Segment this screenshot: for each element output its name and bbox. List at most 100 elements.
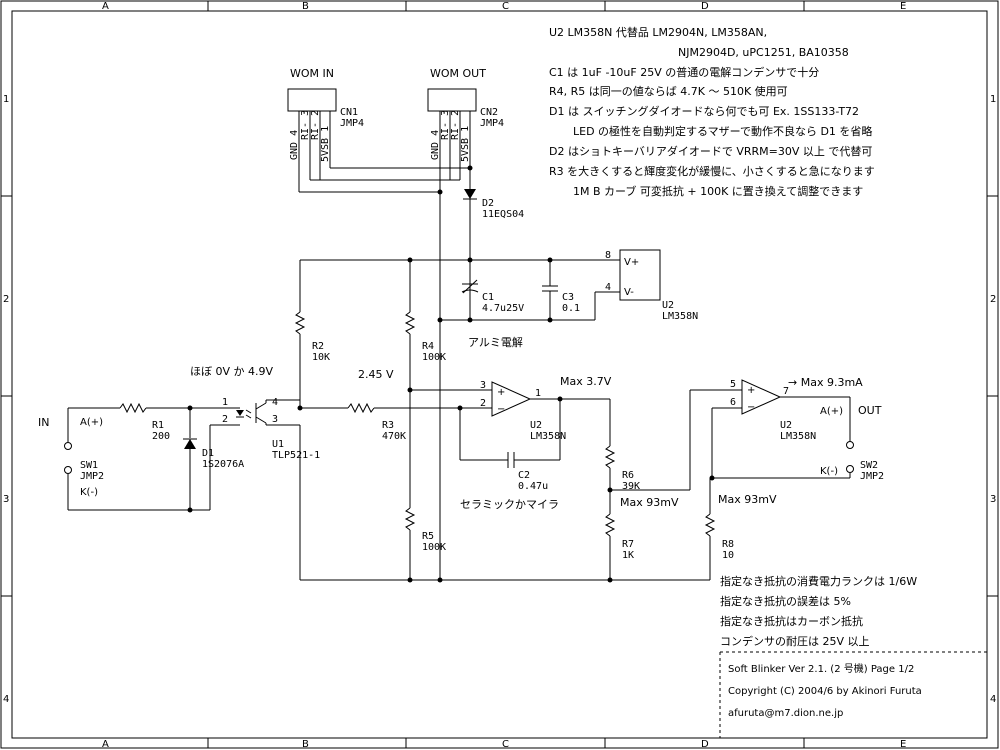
col-label-d-bottom: D <box>701 739 709 750</box>
capacitor-c3: C3 0.1 <box>542 260 580 320</box>
c2-note: セラミックかマイラ <box>460 498 559 511</box>
note-7: D2 はショトキーバリアダイオードで VRRM=30V 以上 で代替可 <box>549 144 872 158</box>
r2-ref: R2 <box>312 341 324 352</box>
row-label-2: 2 <box>3 294 9 305</box>
d1-value: 1S2076A <box>202 459 244 470</box>
cn2-pin4: GND 4 <box>430 130 441 160</box>
u2-pin8: 8 <box>605 250 611 261</box>
row-label-4-right: 4 <box>990 694 996 705</box>
r5-value: 100K <box>422 542 446 553</box>
cn2-model: JMP4 <box>480 118 504 129</box>
col-label-b-bottom: B <box>302 739 309 750</box>
resistor-r8: R8 10 <box>704 478 734 561</box>
alumi-label: アルミ電解 <box>468 335 523 349</box>
note-b4: コンデンサの耐圧は 25V 以上 <box>720 634 870 648</box>
svg-text:2: 2 <box>480 398 486 409</box>
label-max93ma: → Max 9.3mA <box>788 376 863 389</box>
capacitor-c1: C1 4.7u25V <box>461 260 524 320</box>
switch-sw1: A(+) SW1 JMP2 K(-) <box>64 407 210 511</box>
label-max93mv-b: Max 93mV <box>718 493 777 506</box>
u2-power-ref: U2 <box>662 300 674 311</box>
u2-pin4: 4 <box>605 282 611 293</box>
u2-vminus: V- <box>624 287 634 298</box>
label-245v: 2.45 V <box>358 368 394 381</box>
d2-ref: D2 <box>482 198 494 209</box>
sw2-ref: SW2 <box>860 460 878 471</box>
cn2-pin3: RI- 3 <box>440 110 451 140</box>
note-b1: 指定なき抵抗の消費電力ランクは 1/6W <box>720 574 917 588</box>
capacitor-c2: C2 0.47u <box>459 399 561 492</box>
row-label-4: 4 <box>3 694 9 705</box>
diode-d2: D2 11EQS04 <box>463 189 524 220</box>
connector-cn1: WOM IN CN1 JMP4 GND 4 RI- 3 RI- 2 5VSB 1 <box>287 67 364 192</box>
optocoupler-u1: 1 2 4 3 U1 TLP521-1 <box>222 397 320 461</box>
r7-ref: R7 <box>622 539 634 550</box>
col-label-a-bottom: A <box>102 739 109 750</box>
note-b3: 指定なき抵抗はカーボン抵抗 <box>720 614 863 628</box>
sw2-a: A(+) <box>820 406 843 417</box>
note-6: LED の極性を自動判定するマザーで動作不良なら D1 を省略 <box>573 124 872 138</box>
c3-value: 0.1 <box>562 303 580 314</box>
cn2-pin2: RI- 2 <box>450 110 461 140</box>
col-label-c: C <box>502 1 509 12</box>
opamp-u2a: + − 3 2 1 U2 LM358N <box>480 380 610 442</box>
row-label-1-right: 1 <box>990 94 996 105</box>
r6-value: 39K <box>622 481 640 492</box>
resistor-r4: R4 100K <box>404 260 446 508</box>
resistor-r7: R7 1K <box>604 513 634 580</box>
svg-text:4: 4 <box>272 397 278 408</box>
resistor-r2: R2 10K <box>294 260 330 408</box>
cn1-ref: CN1 <box>340 107 358 118</box>
svg-text:5: 5 <box>730 379 736 390</box>
note-1: U2 LM358N 代替品 LM2904N, LM358AN, <box>549 25 767 39</box>
r4-value: 100K <box>422 352 446 363</box>
r8-ref: R8 <box>722 539 734 550</box>
sw2-value: JMP2 <box>860 471 884 482</box>
sw1-k: K(-) <box>80 487 98 498</box>
sw1-value: JMP2 <box>80 471 104 482</box>
title-line3: afuruta@m7.dion.ne.jp <box>728 708 843 719</box>
svg-text:+: + <box>747 385 755 396</box>
power-rails <box>300 257 620 323</box>
cn1-title: WOM IN <box>290 67 334 80</box>
svg-text:1: 1 <box>222 397 228 408</box>
r3-value: 470K <box>382 431 406 442</box>
note-4: R4, R5 は同一の値ならば 4.7K ～ 510K 使用可 <box>549 85 788 98</box>
d2-value: 11EQS04 <box>482 209 524 220</box>
sw1-a: A(+) <box>80 417 103 428</box>
opamp-u2b: + − 5 6 7 U2 LM358N <box>689 379 850 490</box>
col-label-b: B <box>302 1 309 12</box>
svg-text:−: − <box>747 402 755 413</box>
u2-power-block: V+ V- 8 4 U2 LM358N <box>605 249 698 322</box>
u1-value: TLP521-1 <box>272 450 320 461</box>
r8-value: 10 <box>722 550 734 561</box>
r1-ref: R1 <box>152 420 164 431</box>
c1-value: 4.7u25V <box>482 303 524 314</box>
r4-ref: R4 <box>422 341 434 352</box>
c2-value: 0.47u <box>518 481 548 492</box>
d1-ref: D1 <box>202 448 214 459</box>
row-label-3: 3 <box>3 494 9 505</box>
col-label-a: A <box>102 1 109 12</box>
switch-sw2: A(+) SW2 JMP2 K(-) <box>712 397 884 482</box>
sw1-ref: SW1 <box>80 460 98 471</box>
svg-text:6: 6 <box>730 397 736 408</box>
label-v-approx: ほぼ 0V か 4.9V <box>190 365 274 378</box>
label-max37: Max 3.7V <box>560 375 612 388</box>
c2-ref: C2 <box>518 470 530 481</box>
cn2-ref: CN2 <box>480 107 498 118</box>
col-label-d: D <box>701 1 709 12</box>
r5-ref: R5 <box>422 531 434 542</box>
ground-rail <box>300 560 711 583</box>
row-label-1: 1 <box>3 94 9 105</box>
sw2-k: K(-) <box>820 466 838 477</box>
row-label-2-right: 2 <box>990 294 996 305</box>
r2-value: 10K <box>312 352 330 363</box>
cn2-title: WOM OUT <box>430 67 486 80</box>
in-label: IN <box>38 416 49 429</box>
note-8: R3 を大きくすると輝度変化が緩慢に、小さくすると急になります <box>549 164 875 178</box>
u2b-value: LM358N <box>780 431 816 442</box>
u2a-value: LM358N <box>530 431 566 442</box>
